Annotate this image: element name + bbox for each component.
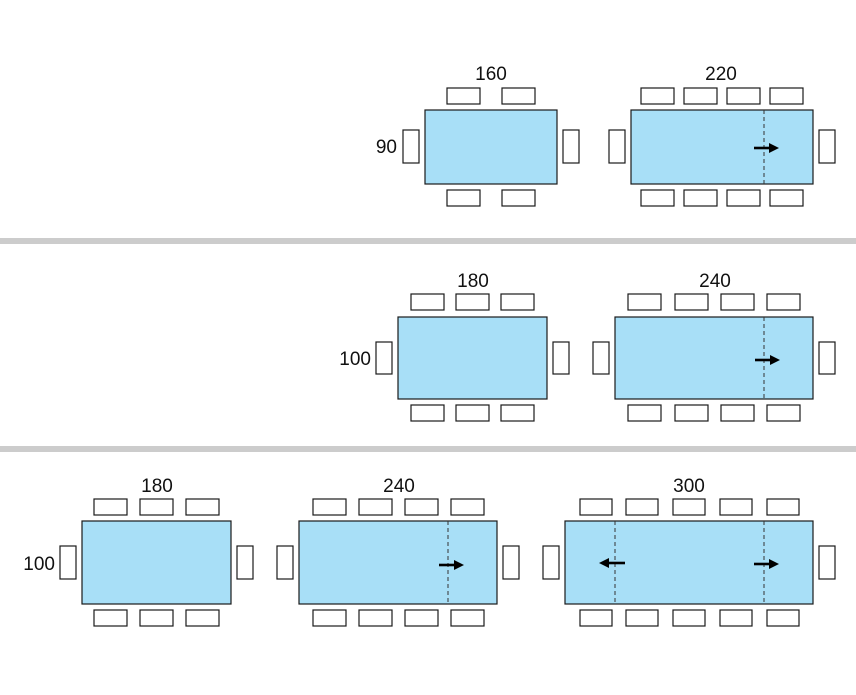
table-top — [614, 316, 814, 400]
arrow-right-icon — [755, 355, 780, 365]
chair — [312, 609, 347, 627]
table-diagram-small: 180 — [375, 271, 570, 422]
length-label: 160 — [475, 64, 507, 85]
chair — [627, 293, 662, 311]
chair — [818, 341, 836, 375]
chair — [93, 498, 128, 516]
chair — [592, 341, 610, 375]
chair — [358, 498, 393, 516]
chair — [455, 293, 490, 311]
length-label: 180 — [141, 476, 173, 497]
chair — [640, 189, 675, 207]
chair — [726, 87, 761, 105]
section-divider — [0, 238, 856, 244]
chair — [404, 609, 439, 627]
chair — [818, 545, 836, 580]
length-label: 220 — [705, 64, 737, 85]
chair — [375, 341, 393, 375]
chair — [455, 404, 490, 422]
table-top — [424, 109, 558, 185]
chair — [185, 498, 220, 516]
chair — [720, 404, 755, 422]
chair — [542, 545, 560, 580]
chair — [769, 87, 804, 105]
chair — [404, 498, 439, 516]
table-top — [298, 520, 498, 605]
chair — [185, 609, 220, 627]
chair — [719, 498, 753, 516]
chair — [608, 129, 626, 164]
depth-label: 100 — [23, 554, 55, 575]
chair — [625, 498, 659, 516]
table-top — [397, 316, 548, 400]
chair — [672, 609, 706, 627]
chair — [562, 129, 580, 164]
chair — [59, 545, 77, 580]
chair — [410, 404, 445, 422]
chair — [358, 609, 393, 627]
chair — [502, 545, 520, 580]
table-diagram-extended: 240 — [276, 476, 520, 627]
chair — [640, 87, 675, 105]
table-diagram-extended: 220 — [608, 64, 836, 207]
chair — [236, 545, 254, 580]
chair — [312, 498, 347, 516]
chair — [450, 609, 485, 627]
depth-label: 90 — [376, 137, 397, 158]
chair — [139, 498, 174, 516]
chair — [766, 609, 800, 627]
chair — [500, 293, 535, 311]
chair — [674, 293, 709, 311]
chair — [500, 404, 535, 422]
chair — [726, 189, 761, 207]
table-diagram-small: 180 — [59, 476, 254, 627]
length-label: 240 — [383, 476, 415, 497]
section-2: 100 180 240 — [339, 271, 836, 422]
chair — [818, 129, 836, 164]
length-label: 300 — [673, 476, 705, 497]
chair — [501, 87, 536, 105]
length-label: 240 — [699, 271, 731, 292]
section-divider — [0, 446, 856, 452]
chair — [674, 404, 709, 422]
length-label: 180 — [457, 271, 489, 292]
chair — [719, 609, 753, 627]
chair — [720, 293, 755, 311]
arrow-right-icon — [754, 143, 779, 153]
chair — [501, 189, 536, 207]
chair — [683, 189, 718, 207]
chair — [766, 293, 801, 311]
chair — [683, 87, 718, 105]
chair — [402, 129, 420, 164]
chair — [552, 341, 570, 375]
chair — [446, 189, 481, 207]
chair — [446, 87, 481, 105]
arrow-right-icon — [754, 559, 779, 569]
chair — [766, 404, 801, 422]
section-3: 100 180 240 — [23, 476, 836, 627]
chair — [450, 498, 485, 516]
section-1: 90 160 220 — [376, 64, 836, 207]
table-top — [630, 109, 814, 185]
chair — [627, 404, 662, 422]
chair — [769, 189, 804, 207]
depth-label: 100 — [339, 349, 371, 370]
chair — [93, 609, 128, 627]
chair — [625, 609, 659, 627]
table-diagram-small: 160 — [402, 64, 580, 207]
chair — [276, 545, 294, 580]
chair — [672, 498, 706, 516]
chair — [139, 609, 174, 627]
arrow-right-icon — [439, 560, 464, 570]
chair — [766, 498, 800, 516]
chair — [579, 609, 613, 627]
chair — [579, 498, 613, 516]
table-top — [81, 520, 232, 605]
table-diagram-double-extended: 300 — [542, 476, 836, 627]
arrow-left-icon — [599, 558, 625, 568]
chair — [410, 293, 445, 311]
table-diagram-extended: 240 — [592, 271, 836, 422]
